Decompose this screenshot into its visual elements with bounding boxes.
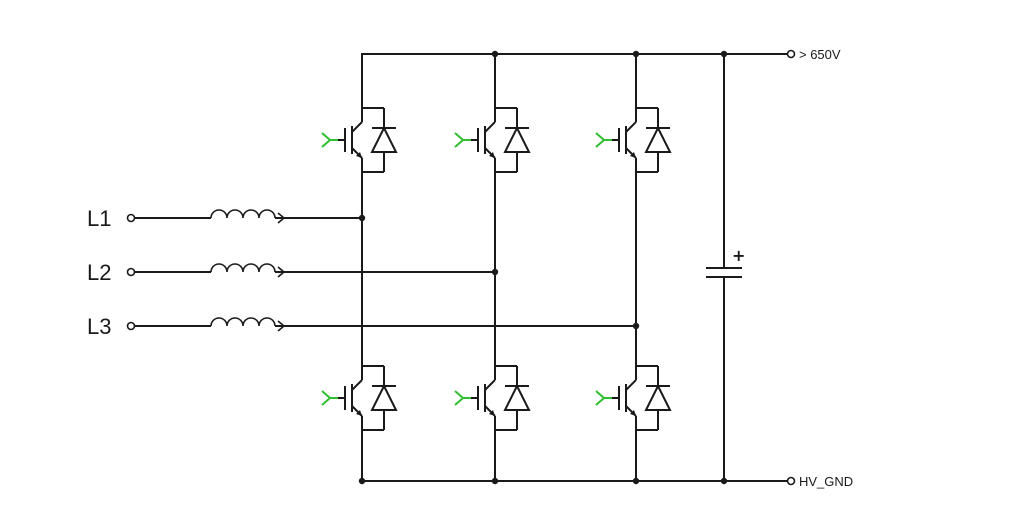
freewheel-diode bbox=[370, 383, 398, 411]
phase-terminal-l1[interactable] bbox=[126, 213, 136, 223]
phase-label-l1: L1 bbox=[87, 206, 111, 231]
gate-lead[interactable] bbox=[321, 390, 332, 406]
leg-wires bbox=[361, 54, 637, 481]
positive-rail-label: > 650V bbox=[799, 47, 841, 62]
phase-terminal-l3[interactable] bbox=[126, 321, 136, 331]
gate-lead[interactable] bbox=[454, 132, 465, 148]
junction-dot bbox=[720, 50, 728, 58]
junction-dot bbox=[632, 50, 640, 58]
dc-link-capacitor: + bbox=[706, 54, 745, 481]
freewheel-diode bbox=[503, 383, 531, 411]
inductor-l3 bbox=[210, 317, 276, 327]
junction-dot bbox=[358, 214, 366, 222]
gate-lead[interactable] bbox=[454, 390, 465, 406]
junction-dot bbox=[632, 477, 640, 485]
ground-rail-label: HV_GND bbox=[799, 474, 853, 489]
inductor-l1 bbox=[210, 209, 276, 219]
igbt-switch-high-leg-3 bbox=[595, 107, 672, 173]
igbt-switch-low-leg-3 bbox=[595, 365, 672, 431]
ground-rail: HV_GND bbox=[361, 430, 853, 489]
phase-terminal-l2[interactable] bbox=[126, 267, 136, 277]
freewheel-diode bbox=[503, 125, 531, 153]
phase-label-l3: L3 bbox=[87, 314, 111, 339]
junction-dots bbox=[358, 50, 728, 485]
junction-dot bbox=[491, 268, 499, 276]
gate-lead[interactable] bbox=[595, 390, 606, 406]
igbt-switch-low-leg-1 bbox=[321, 365, 398, 431]
phase-input-l1: L1 bbox=[87, 206, 362, 231]
junction-dot bbox=[632, 322, 640, 330]
igbt-switch-low-leg-2 bbox=[454, 365, 531, 431]
gate-lead[interactable] bbox=[321, 132, 332, 148]
junction-dot bbox=[491, 50, 499, 58]
freewheel-diode bbox=[370, 125, 398, 153]
capacitor-polarity-mark: + bbox=[732, 246, 745, 265]
positive-terminal[interactable] bbox=[786, 49, 796, 59]
gate-lead[interactable] bbox=[595, 132, 606, 148]
phase-input-l2: L2 bbox=[87, 260, 495, 285]
freewheel-diode bbox=[644, 125, 672, 153]
inductor-l2 bbox=[210, 263, 276, 273]
junction-dot bbox=[491, 477, 499, 485]
igbt-switch-high-leg-1 bbox=[321, 107, 398, 173]
phase-label-l2: L2 bbox=[87, 260, 111, 285]
igbt-switch-high-leg-2 bbox=[454, 107, 531, 173]
junction-dot bbox=[720, 477, 728, 485]
freewheel-diode bbox=[644, 383, 672, 411]
switch-array bbox=[321, 107, 672, 431]
junction-dot bbox=[358, 477, 366, 485]
positive-rail: > 650V bbox=[361, 47, 841, 108]
phase-input-l3: L3 bbox=[87, 314, 636, 339]
ground-terminal[interactable] bbox=[786, 476, 796, 486]
